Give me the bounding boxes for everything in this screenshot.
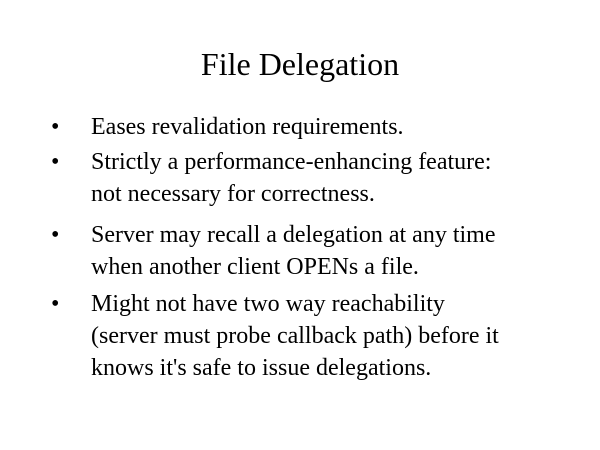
bullet-text: Server may recall a delegation at any ti… <box>91 222 496 248</box>
bullet-icon: • <box>51 149 60 175</box>
bullet-icon: • <box>51 114 60 140</box>
bullet-text: Might not have two way reachability <box>91 291 445 317</box>
slide-title: File Delegation <box>200 46 400 82</box>
bullet-icon: • <box>51 222 60 248</box>
bullet-text: when another client OPENs a file. <box>91 254 419 280</box>
bullet-text: (server must probe callback path) before… <box>91 323 499 349</box>
bullet-text: not necessary for correctness. <box>91 181 375 207</box>
bullet-text: knows it's safe to issue delegations. <box>91 355 432 381</box>
bullet-text: Eases revalidation requirements. <box>91 114 404 140</box>
bullet-icon: • <box>51 291 60 317</box>
bullet-text: Strictly a performance-enhancing feature… <box>91 149 492 175</box>
